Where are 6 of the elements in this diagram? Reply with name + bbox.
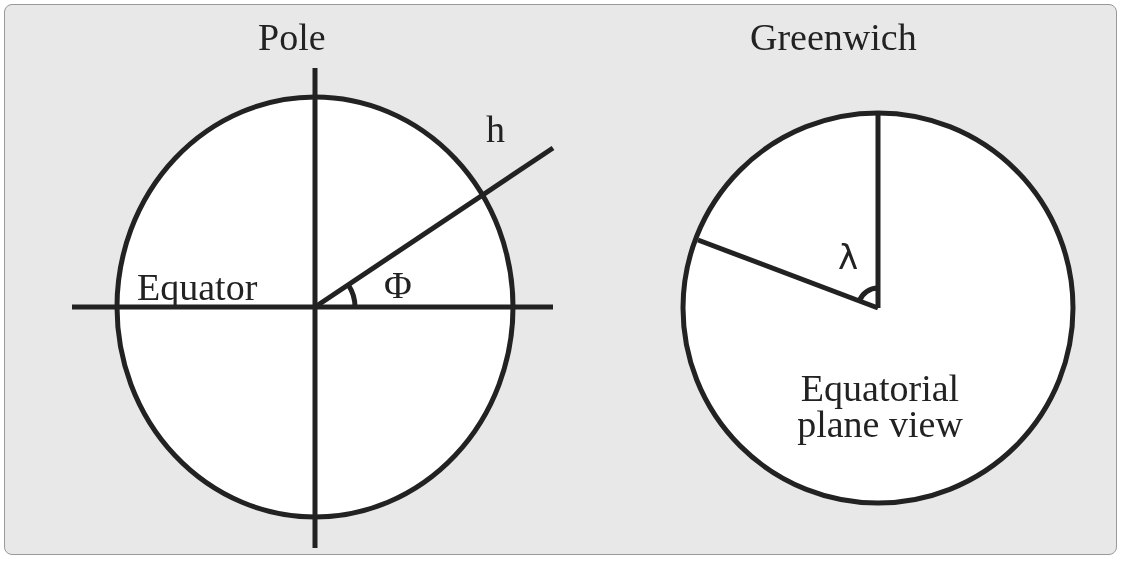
axis-label: Pole — [258, 18, 326, 56]
axis-label: h — [486, 110, 505, 148]
axis-label: Equator — [137, 268, 258, 306]
angle-symbol: λ — [838, 238, 859, 276]
angle-symbol: Φ — [384, 266, 412, 304]
axis-label: Greenwich — [750, 18, 917, 56]
